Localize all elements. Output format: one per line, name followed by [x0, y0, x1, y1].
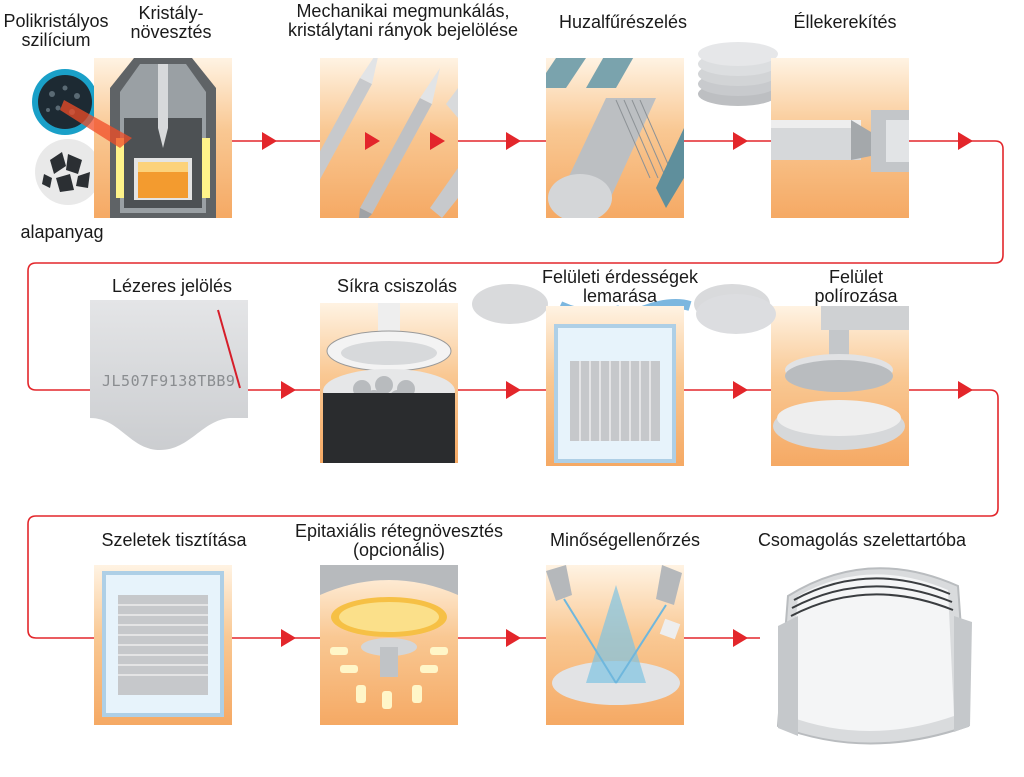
epitaxy-reactor-icon — [320, 565, 458, 709]
label-raw-material: alapanyag — [20, 222, 104, 242]
panel-lapping — [320, 303, 458, 463]
wafer-stack-icon — [698, 42, 778, 106]
panel-wire-saw — [546, 58, 684, 218]
flow-arrow — [733, 132, 748, 150]
flow-arrow — [365, 132, 380, 150]
flow-arrow — [506, 629, 521, 647]
label-crystal-growth: Kristály- növesztés — [130, 3, 212, 42]
flow-arrow — [733, 629, 748, 647]
crystal-furnace-icon — [110, 58, 216, 218]
flow-arrow — [262, 132, 277, 150]
label-etching: Felületi érdességek lemarása — [541, 267, 699, 306]
flow-arrow — [733, 381, 748, 399]
panel-inspection — [546, 565, 684, 725]
flow-arrow — [958, 132, 973, 150]
flow-arrow — [430, 132, 445, 150]
inspection-optics-icon — [546, 565, 682, 705]
label-polysilicon: Polikristályos szilícium — [3, 11, 109, 50]
label-packaging: Csomagolás szelettartóba — [757, 530, 967, 550]
silicon-ingot-icon — [320, 58, 458, 218]
label-laser-marking: Lézeres jelölés — [111, 276, 233, 296]
panel-polishing — [771, 306, 909, 466]
panel-laser-marking: JL507F9138TBB9 — [90, 300, 248, 463]
label-lapping: Síkra csiszolás — [336, 276, 458, 296]
label-cleaning: Szeletek tisztítása — [101, 530, 247, 550]
wire-saw-icon — [546, 58, 684, 218]
label-machining: Mechanikai megmunkálás, kristálytani rán… — [287, 1, 519, 40]
flow-arrow — [958, 381, 973, 399]
label-edge-rounding: Éllekerekítés — [793, 12, 897, 32]
label-polishing: Felület polírozása — [814, 267, 898, 306]
panel-etching — [546, 306, 684, 466]
flow-arrow — [506, 381, 521, 399]
etching-tank-icon — [554, 324, 676, 463]
flow-arrow — [506, 132, 521, 150]
panel-cleaning — [94, 565, 232, 725]
label-wire-saw: Huzalfűrészelés — [558, 12, 688, 32]
lapping-machine-icon — [323, 303, 455, 463]
cleaning-tank-icon — [102, 571, 224, 717]
polish-wafer-icon — [696, 294, 776, 334]
flow-arrow — [281, 381, 296, 399]
panel-edge-rounding — [771, 58, 909, 218]
wafer-surface-icon — [90, 309, 248, 463]
edge-grinding-icon — [771, 110, 909, 172]
label-epitaxy: Epitaxiális rétegnövesztés (opcionális) — [294, 521, 504, 560]
feed-arrow-icon — [60, 100, 132, 148]
panel-epitaxy — [320, 565, 458, 725]
polishing-head-icon — [773, 306, 909, 450]
panel-crystal-growth — [94, 58, 232, 218]
laser-code-text: JL507F9138TBB9 — [102, 372, 236, 390]
wafer-carrier-icon — [776, 567, 972, 745]
flow-arrow — [281, 629, 296, 647]
label-inspection: Minőségellenőrzés — [549, 530, 701, 550]
